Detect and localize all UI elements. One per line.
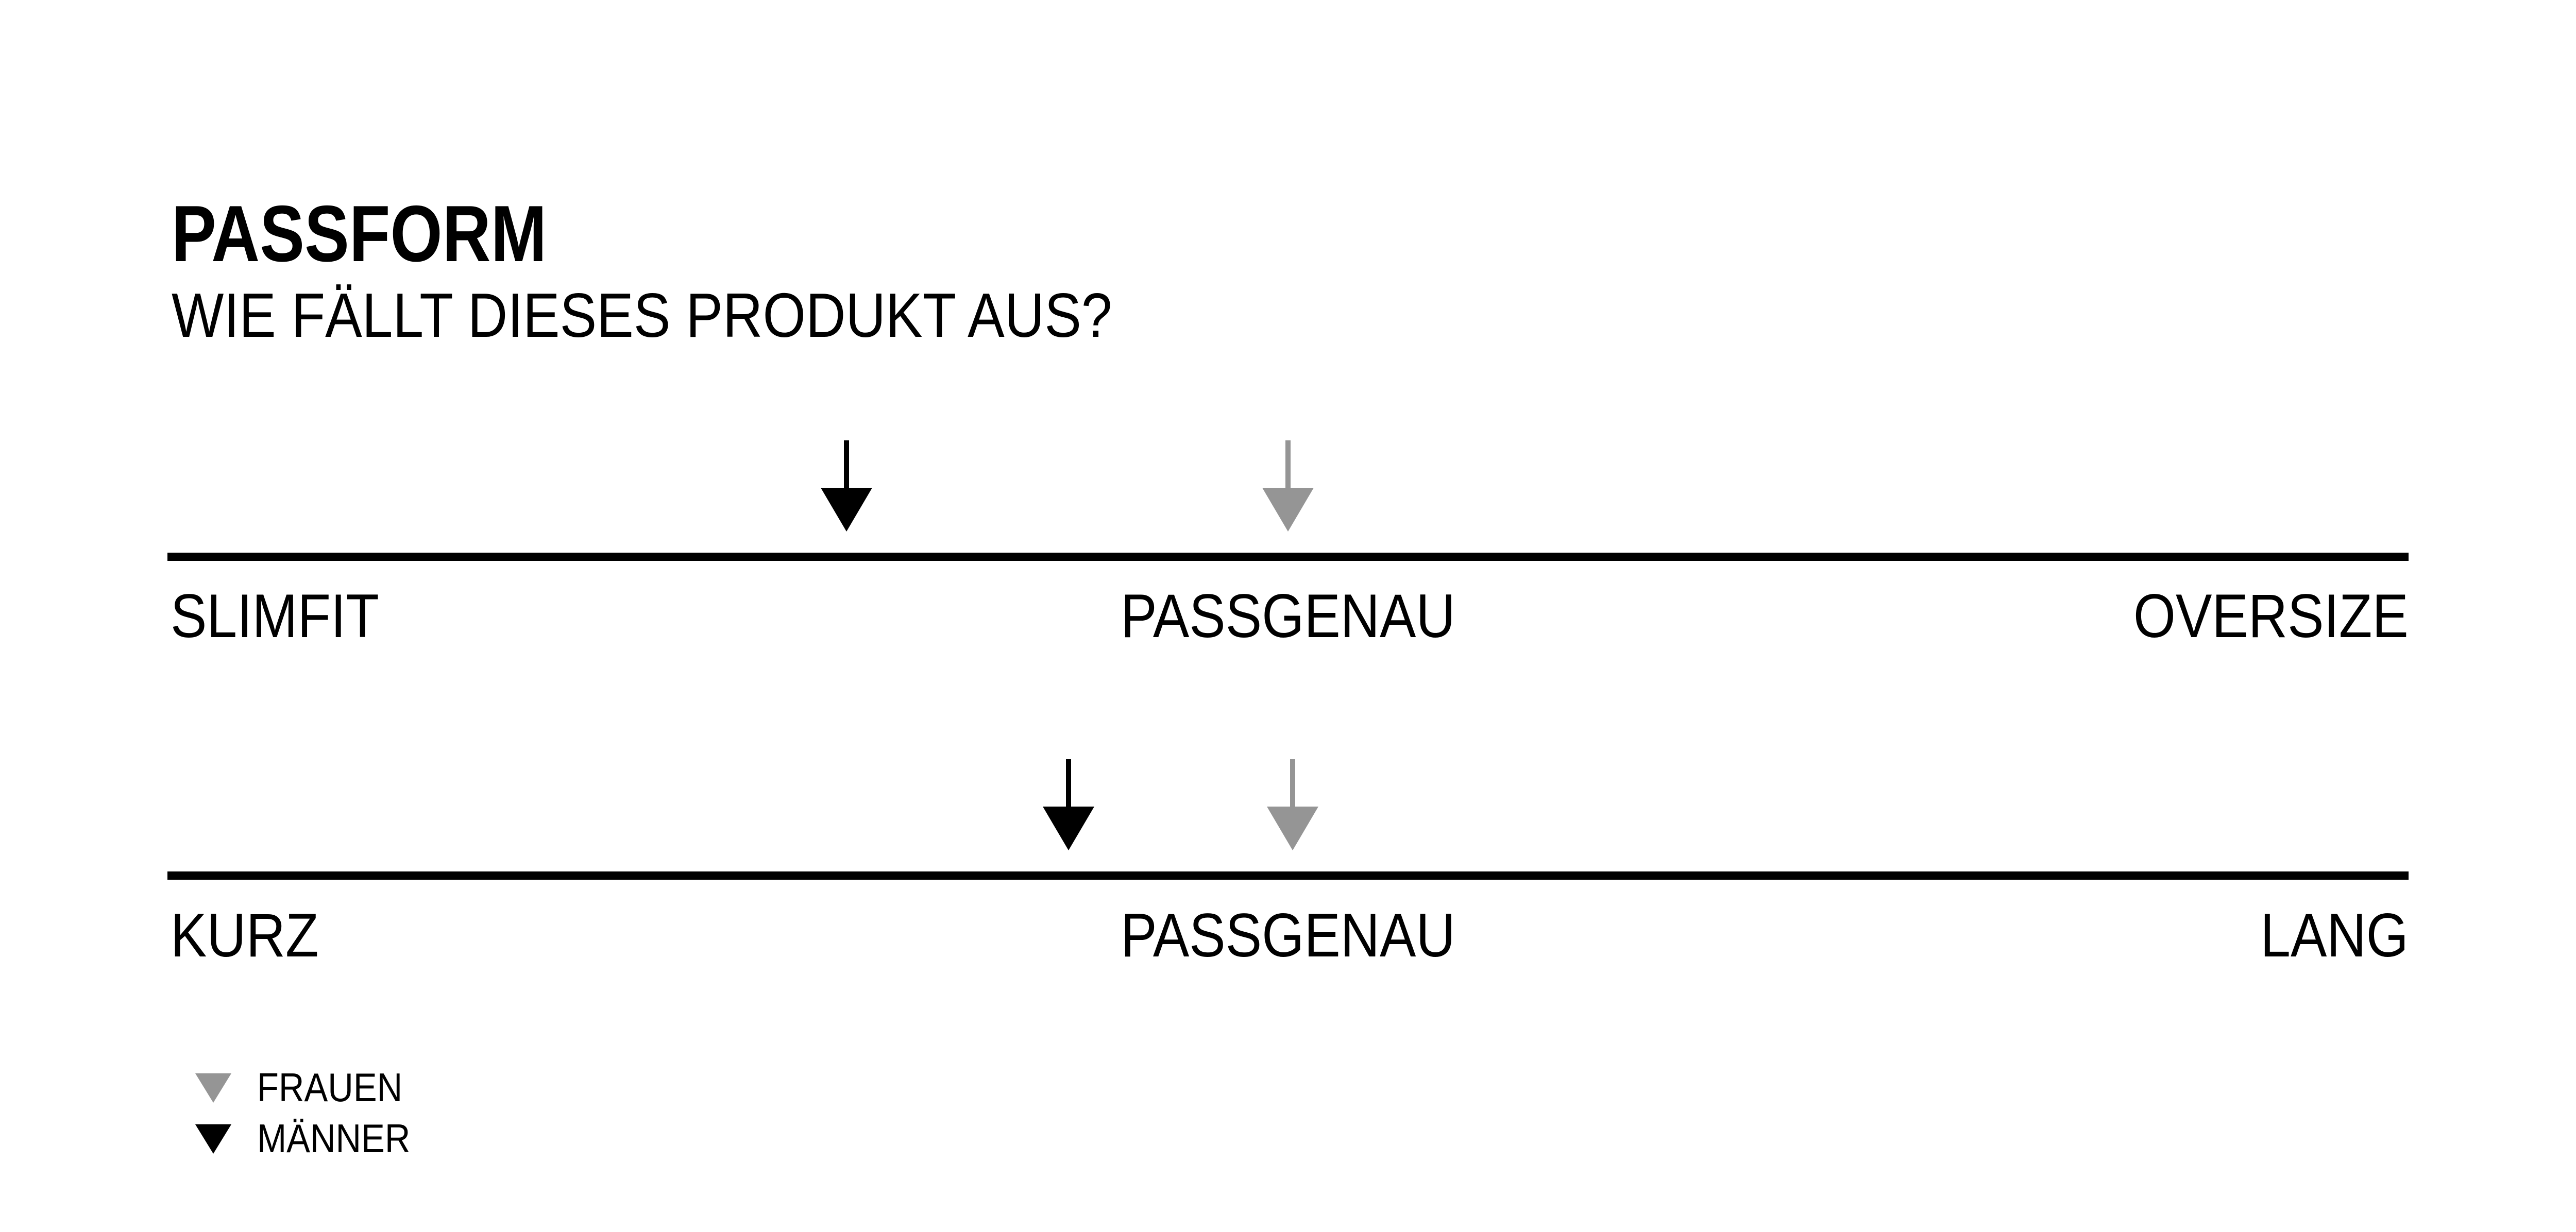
maenner-triangle-icon (195, 1124, 231, 1154)
arrow-head-icon (821, 488, 873, 532)
legend-label: FRAUEN (257, 1065, 403, 1110)
fit-width-scale-line (167, 553, 2409, 561)
fit-length-scale-track (167, 759, 2409, 851)
arrow-stem (844, 440, 850, 489)
arrow-head-icon (1266, 807, 1318, 850)
fit-length-scale-labels: KURZ PASSGENAU LANG (167, 904, 2409, 974)
scale-center-label: PASSGENAU (1121, 581, 1455, 651)
scale-right-label: OVERSIZE (2133, 581, 2409, 651)
arrow-head-icon (1262, 488, 1314, 532)
arrow-stem (1065, 759, 1071, 808)
scale-left-label: KURZ (171, 901, 319, 970)
maenner-arrow-marker (821, 440, 873, 532)
page-title: PASSFORM (172, 189, 547, 278)
fit-width-scale-track (167, 440, 2409, 532)
maenner-arrow-marker (1042, 759, 1094, 850)
fit-width-scale-labels: SLIMFIT PASSGENAU OVERSIZE (167, 585, 2409, 655)
frauen-arrow-marker (1262, 440, 1314, 532)
scale-left-label: SLIMFIT (171, 581, 379, 651)
scale-center-label: PASSGENAU (1121, 901, 1455, 970)
fit-length-scale-line (167, 871, 2409, 880)
arrow-stem (1285, 440, 1291, 489)
frauen-arrow-marker (1266, 759, 1318, 850)
scale-right-label: LANG (2260, 901, 2409, 970)
arrow-head-icon (1042, 807, 1094, 850)
page-subtitle: WIE FÄLLT DIESES PRODUKT AUS? (172, 280, 1112, 350)
frauen-triangle-icon (195, 1073, 231, 1103)
legend-label: MÄNNER (257, 1116, 411, 1161)
arrow-stem (1290, 759, 1295, 808)
